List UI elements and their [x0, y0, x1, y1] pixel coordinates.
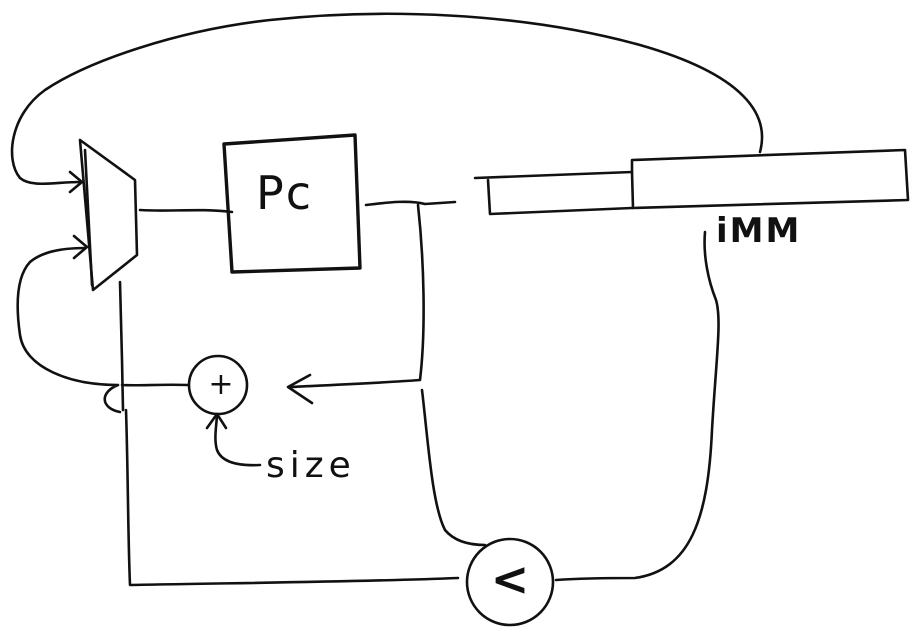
lower-feedback-arrowhead — [72, 234, 89, 260]
size-wire — [214, 414, 262, 467]
comparator-operator: < — [490, 552, 530, 606]
imm-label: iMM — [716, 211, 802, 251]
adder-input-arrowhead — [286, 373, 314, 405]
pc-output-wire — [364, 200, 457, 207]
imm-to-comparator-wire — [554, 230, 720, 582]
adder-operator: + — [208, 367, 234, 402]
comparator-select-wire — [124, 408, 460, 587]
size-arrowhead — [205, 412, 228, 430]
pc-label: Pc — [256, 166, 314, 220]
top-feedback-arrowhead — [68, 170, 84, 194]
adder-output-wire — [120, 383, 190, 387]
mux-select-wire — [118, 280, 125, 412]
mux-to-pc-wire — [138, 208, 234, 214]
comparator — [465, 537, 555, 627]
instruction-field — [473, 148, 910, 216]
size-label: size — [266, 445, 356, 486]
pc-to-adder-wire — [288, 203, 425, 389]
lower-feedback-wire — [16, 246, 122, 414]
top-feedback-wire — [10, 12, 764, 186]
pc-register-box — [222, 133, 362, 274]
mux-inner-edge — [83, 148, 94, 287]
instruction-field-divider — [630, 170, 635, 210]
pc-to-comparator-wire — [420, 388, 487, 547]
